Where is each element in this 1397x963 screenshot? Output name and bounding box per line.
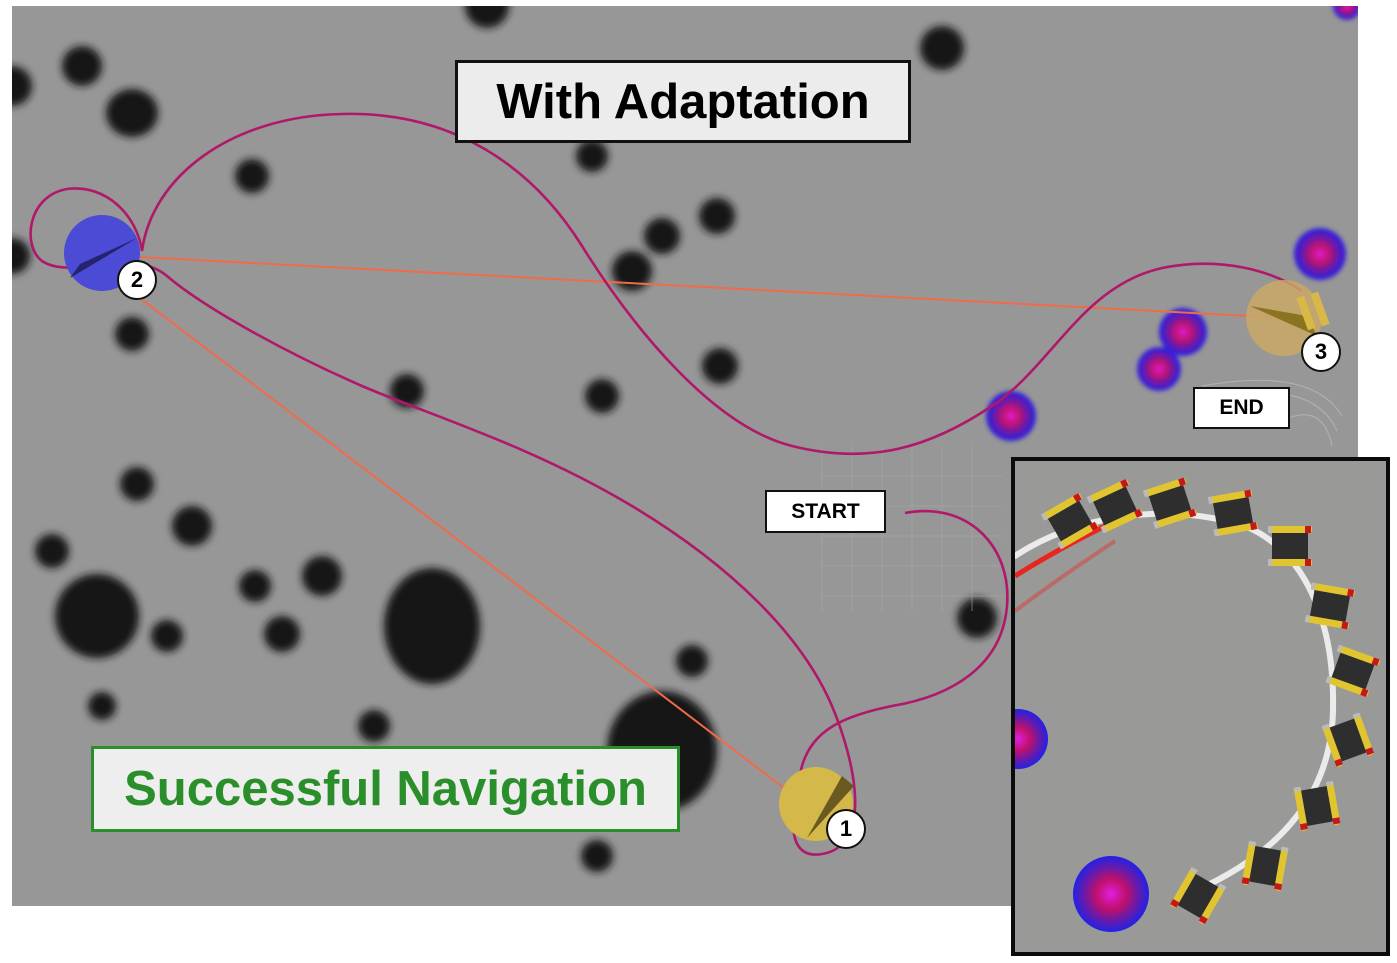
robot-closeup-inset — [1011, 457, 1390, 956]
map-canvas — [12, 6, 1358, 872]
end-marker-label: END — [1193, 387, 1290, 429]
waypoint-2-label: 2 — [117, 260, 157, 300]
waypoint-3-marker — [1246, 280, 1330, 356]
start-marker-label: START — [765, 490, 886, 533]
figure-title: With Adaptation — [455, 60, 911, 143]
inset-canvas — [1015, 477, 1381, 932]
status-label: Successful Navigation — [91, 746, 680, 832]
waypoint-1-label: 1 — [826, 809, 866, 849]
obstacles — [12, 6, 997, 872]
waypoint-links — [81, 253, 1288, 805]
dynamic-obstacles — [986, 6, 1358, 441]
waypoint-3-label: 3 — [1301, 332, 1341, 372]
